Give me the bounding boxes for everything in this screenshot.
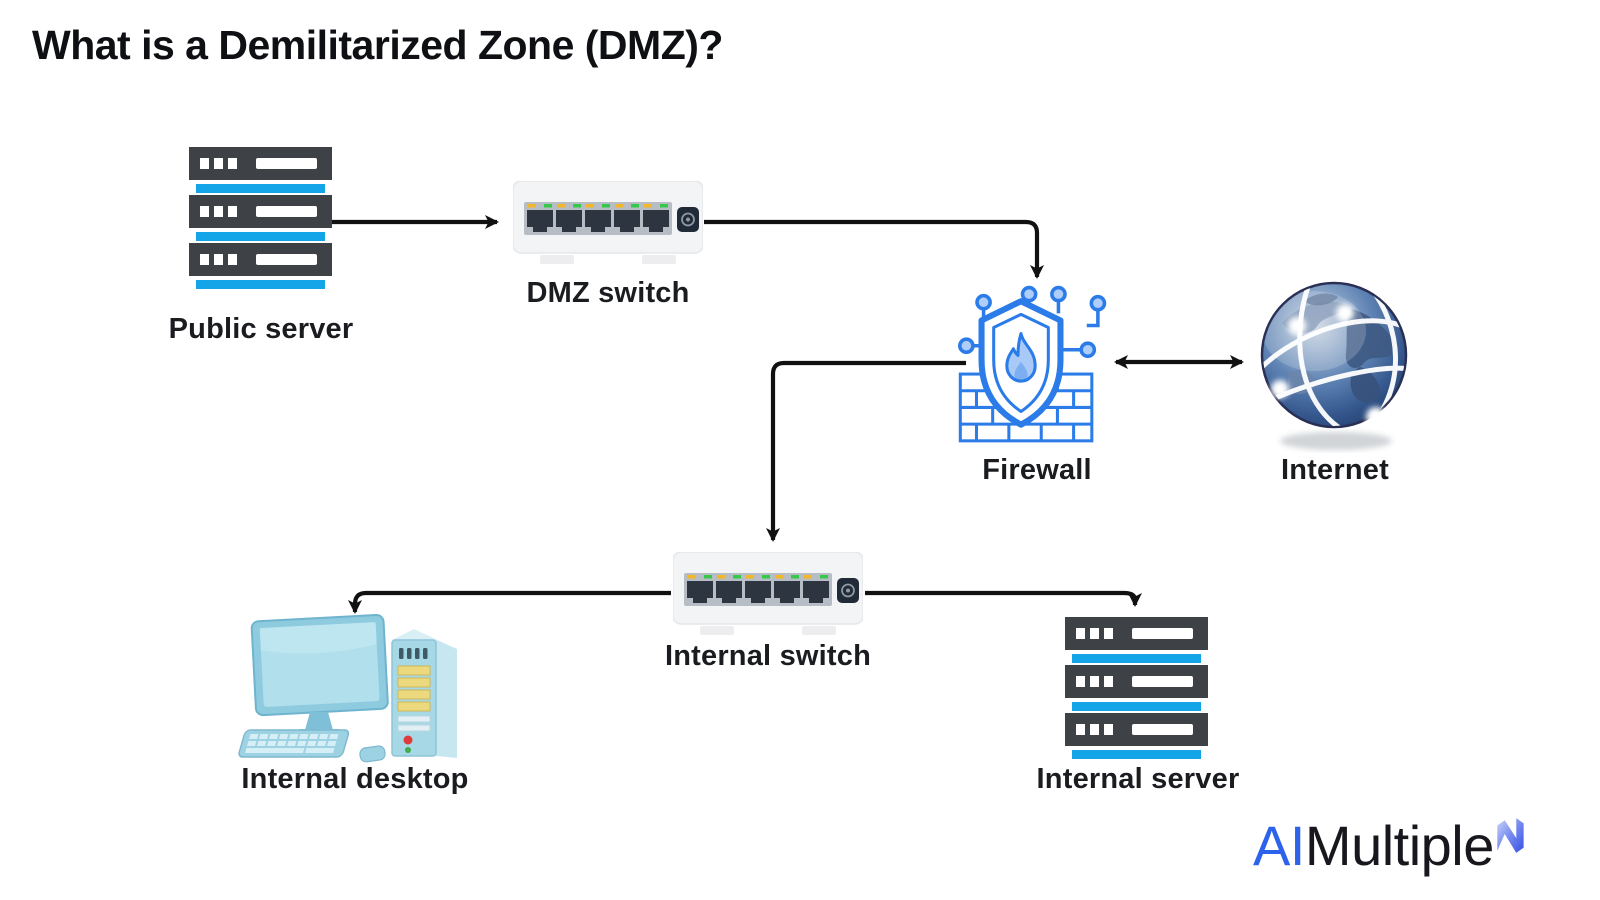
desktop-computer-icon	[238, 614, 457, 763]
network-switch-icon	[672, 551, 864, 635]
node-public-server	[189, 147, 332, 295]
label-internet: Internet	[1281, 454, 1389, 486]
node-dmz-switch	[512, 180, 704, 271]
label-public-server: Public server	[168, 313, 354, 345]
label-dmz-switch: DMZ switch	[526, 277, 690, 309]
label-internal-desktop: Internal desktop	[241, 763, 469, 795]
firewall-shield-flame-icon	[958, 285, 1107, 443]
node-internet	[1252, 275, 1417, 458]
logo-mark-icon	[1497, 818, 1524, 853]
aimultiple-logo: AIMultiple	[1253, 813, 1524, 893]
node-internal-switch	[672, 551, 864, 642]
page-title: What is a Demilitarized Zone (DMZ)?	[32, 22, 723, 68]
node-internal-server	[1065, 617, 1208, 765]
node-firewall	[935, 283, 1107, 460]
label-internal-switch: Internal switch	[664, 640, 872, 672]
server-stack-icon	[1065, 617, 1208, 759]
label-firewall: Firewall	[982, 454, 1092, 486]
label-internal-server: Internal server	[1036, 763, 1240, 795]
server-stack-icon	[189, 147, 332, 289]
globe-icon	[1260, 281, 1408, 450]
network-switch-icon	[512, 180, 704, 264]
logo-text-multiple: Multiple	[1304, 814, 1494, 877]
arrow-dmzswitch-to-firewall	[704, 219, 1044, 279]
arrow-internalswitch-to-internalserver	[865, 590, 1142, 607]
node-internal-desktop	[236, 610, 476, 770]
logo-text-ai: AI	[1253, 814, 1305, 877]
